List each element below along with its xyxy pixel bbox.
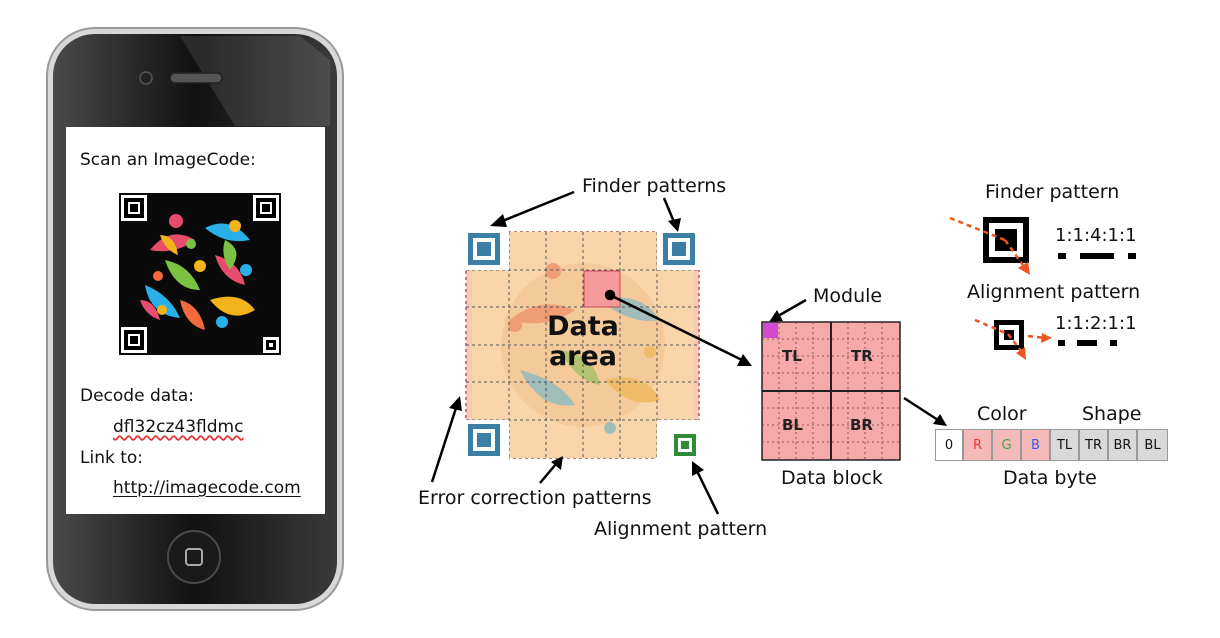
byte-cell-tl: TL (1050, 429, 1079, 461)
diagram-arrows (430, 190, 947, 515)
imagecode-alignment (263, 337, 279, 353)
alignment-pattern-square (674, 434, 696, 456)
error-correction-label: Error correction patterns (418, 487, 652, 509)
module-label: Module (813, 285, 883, 307)
phone-camera (139, 71, 153, 85)
decode-label: Decode data: (80, 386, 194, 406)
byte-cell-r: R (963, 429, 992, 461)
phone-earpiece (169, 72, 223, 84)
imagecode-graphic (119, 193, 281, 355)
finder-pattern-bl (468, 424, 500, 456)
scan-label: Scan an ImageCode: (80, 150, 256, 170)
byte-cell-0: 0 (935, 429, 963, 461)
module-cell (763, 323, 778, 338)
imagecode-finder-tr (253, 195, 279, 221)
data-byte-label: Data byte (1003, 467, 1097, 489)
alignment-pattern-bottom-label: Alignment pattern (594, 518, 768, 540)
finder-pattern-detail (949, 216, 1136, 275)
data-area-label: Data area (530, 312, 636, 372)
imagecode-finder-tl (121, 195, 147, 221)
byte-cell-b: B (1021, 429, 1050, 461)
link-url[interactable]: http://imagecode.com (113, 478, 301, 498)
highlighted-data-block (583, 270, 621, 308)
alignment-pattern-detail (974, 318, 1117, 360)
block-quadrant-br: BR (850, 416, 873, 434)
block-quadrant-bl: BL (782, 416, 803, 434)
decode-value: dfl32cz43fldmc (113, 417, 244, 437)
home-button-icon (185, 548, 203, 566)
code-structure-diagram (430, 190, 1136, 515)
finder-pattern-tl (468, 233, 500, 265)
alignment-pattern-label: Alignment pattern (967, 281, 1141, 303)
link-label: Link to: (80, 448, 144, 468)
finder-patterns-label: Finder patterns (582, 175, 727, 197)
data-area-line2: area (548, 341, 618, 372)
byte-cell-tr: TR (1079, 429, 1108, 461)
home-button[interactable] (167, 530, 221, 584)
imagecode-finder-bl (121, 327, 147, 353)
color-label: Color (977, 403, 1027, 425)
finder-pattern-label: Finder pattern (985, 181, 1120, 203)
data-block (761, 321, 901, 461)
block-quadrant-tr: TR (851, 347, 873, 365)
byte-cell-g: G (992, 429, 1021, 461)
shape-label: Shape (1082, 403, 1142, 425)
alignment-ratio: 1:1:2:1:1 (1055, 313, 1137, 334)
block-quadrant-tl: TL (782, 347, 802, 365)
finder-ratio: 1:1:4:1:1 (1055, 225, 1137, 246)
finder-pattern-tr (663, 233, 695, 265)
byte-cell-br: BR (1108, 429, 1137, 461)
byte-cell-bl: BL (1137, 429, 1168, 461)
phone-glare (180, 36, 330, 126)
data-area-line1: Data (547, 311, 619, 342)
data-block-label: Data block (781, 467, 883, 489)
